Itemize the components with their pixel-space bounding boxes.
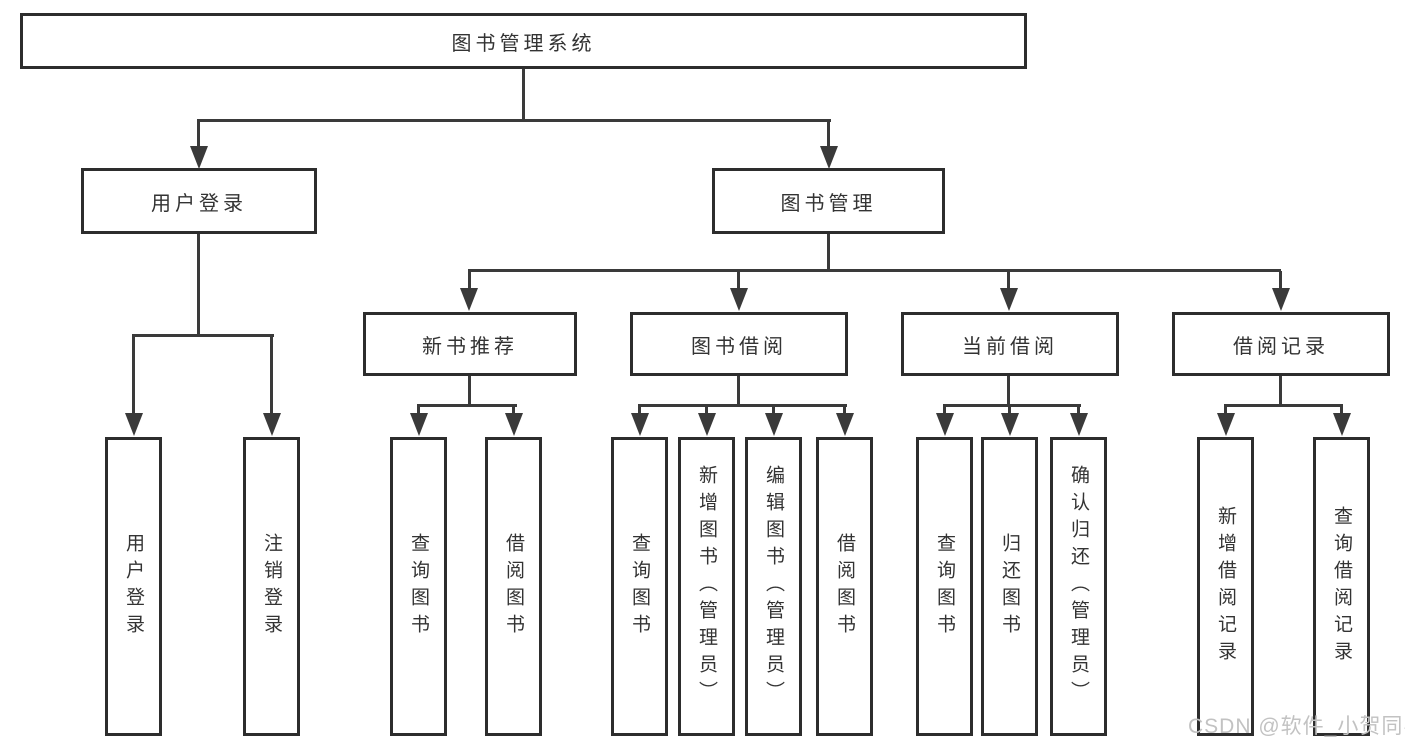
leaf-label: 查询图书: [934, 532, 955, 641]
connector-line: [468, 269, 1281, 272]
leaf-label: 新增借阅记录: [1215, 505, 1236, 668]
leaf-label: 注销登录: [261, 532, 282, 641]
connector-line: [417, 406, 420, 418]
leaf-user-login: 用户登录: [105, 437, 162, 736]
arrow-down-icon: [263, 413, 281, 436]
arrow-down-icon: [1272, 288, 1290, 311]
connector-line: [638, 406, 641, 418]
connector-line: [1007, 375, 1010, 406]
node-book-borrowing: 图书借阅: [630, 312, 848, 376]
arrow-down-icon: [190, 146, 208, 169]
connector-line: [772, 406, 775, 418]
node-label: 借阅记录: [1233, 335, 1329, 358]
leaf-borrow-books-recommend: 借阅图书: [485, 437, 542, 736]
leaf-borrow-books: 借阅图书: [816, 437, 873, 736]
node-label: 当前借阅: [962, 335, 1058, 358]
arrow-down-icon: [936, 413, 954, 436]
node-label: 图书管理系统: [451, 32, 596, 55]
node-label: 图书管理: [780, 192, 877, 215]
connector-line: [512, 406, 515, 418]
leaf-label: 确认归还（管理员）: [1068, 465, 1089, 708]
connector-line: [522, 68, 525, 120]
leaf-query-books-borrow: 查询图书: [611, 437, 668, 736]
connector-line: [1008, 406, 1011, 418]
leaf-query-books-current: 查询图书: [916, 437, 973, 736]
connector-line: [1077, 406, 1080, 418]
leaf-query-books-recommend: 查询图书: [390, 437, 447, 736]
leaf-label: 归还图书: [999, 532, 1020, 641]
connector-line: [468, 271, 471, 291]
connector-line: [197, 119, 831, 122]
connector-line: [737, 375, 740, 406]
connector-line: [270, 336, 273, 416]
connector-line: [638, 404, 847, 407]
watermark-text: CSDN @软件_小贺同学: [1188, 715, 1405, 738]
connector-line: [1224, 404, 1343, 407]
connector-line: [132, 336, 135, 416]
connector-line: [197, 121, 200, 149]
node-library-system: 图书管理系统: [20, 13, 1027, 69]
connector-line: [197, 233, 200, 337]
leaf-label: 用户登录: [123, 532, 144, 641]
arrow-down-icon: [1001, 413, 1019, 436]
node-label: 图书借阅: [691, 335, 787, 358]
arrow-down-icon: [698, 413, 716, 436]
leaf-logout: 注销登录: [243, 437, 300, 736]
leaf-label: 新增图书（管理员）: [696, 465, 717, 708]
connector-line: [1224, 406, 1227, 418]
leaf-confirm-return-admin: 确认归还（管理员）: [1050, 437, 1107, 736]
connector-line: [943, 406, 946, 418]
connector-line: [1007, 271, 1010, 291]
leaf-edit-book-admin: 编辑图书（管理员）: [745, 437, 802, 736]
leaf-label: 查询图书: [408, 532, 429, 641]
leaf-label: 查询借阅记录: [1331, 505, 1352, 668]
arrow-down-icon: [125, 413, 143, 436]
leaf-label: 借阅图书: [503, 532, 524, 641]
leaf-label: 编辑图书（管理员）: [763, 465, 784, 708]
node-label: 新书推荐: [422, 335, 518, 358]
connector-line: [1279, 271, 1282, 291]
connector-line: [1340, 406, 1343, 418]
node-new-book-recommendation: 新书推荐: [363, 312, 577, 376]
connector-line: [705, 406, 708, 418]
arrow-down-icon: [505, 413, 523, 436]
leaf-add-borrow-record: 新增借阅记录: [1197, 437, 1254, 736]
arrow-down-icon: [730, 288, 748, 311]
arrow-down-icon: [1070, 413, 1088, 436]
connector-line: [468, 375, 471, 406]
node-borrowing-records: 借阅记录: [1172, 312, 1390, 376]
node-label: 用户登录: [151, 192, 247, 215]
leaf-add-book-admin: 新增图书（管理员）: [678, 437, 735, 736]
connector-line: [417, 404, 517, 407]
leaf-query-borrow-record: 查询借阅记录: [1313, 437, 1370, 736]
leaf-return-book: 归还图书: [981, 437, 1038, 736]
connector-line: [132, 334, 274, 337]
leaf-label: 查询图书: [629, 532, 650, 641]
arrow-down-icon: [765, 413, 783, 436]
arrow-down-icon: [1000, 288, 1018, 311]
connector-line: [943, 404, 1081, 407]
node-user-login: 用户登录: [81, 168, 317, 234]
arrow-down-icon: [1217, 413, 1235, 436]
arrow-down-icon: [460, 288, 478, 311]
connector-line: [827, 121, 830, 149]
arrow-down-icon: [836, 413, 854, 436]
connector-line: [1279, 375, 1282, 406]
connector-line: [843, 406, 846, 418]
connector-line: [737, 271, 740, 291]
arrow-down-icon: [820, 146, 838, 169]
node-current-borrowing: 当前借阅: [901, 312, 1119, 376]
node-book-management: 图书管理: [712, 168, 945, 234]
leaf-label: 借阅图书: [834, 532, 855, 641]
arrow-down-icon: [1333, 413, 1351, 436]
arrow-down-icon: [410, 413, 428, 436]
connector-line: [827, 233, 830, 271]
arrow-down-icon: [631, 413, 649, 436]
